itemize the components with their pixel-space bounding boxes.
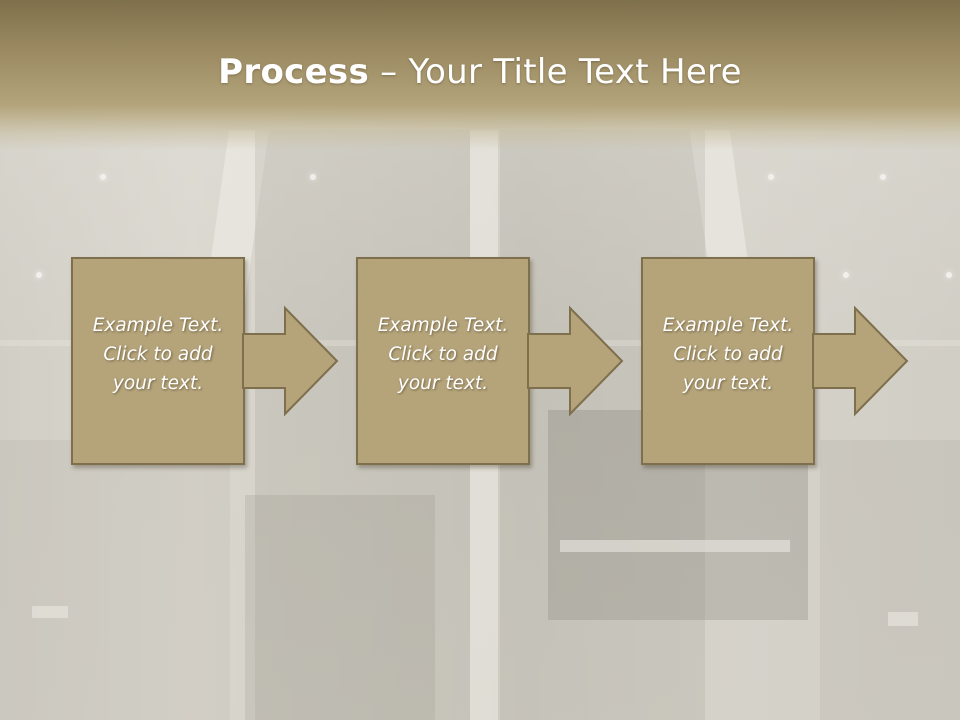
process-step-1[interactable]: Example Text. Click to add your text.: [71, 257, 245, 465]
title-band: [0, 0, 960, 150]
arrow-right-icon: [242, 305, 339, 417]
title-rest: – Your Title Text Here: [369, 52, 742, 92]
process-step-3[interactable]: Example Text. Click to add your text.: [641, 257, 815, 465]
slide-title[interactable]: Process – Your Title Text Here: [0, 52, 960, 92]
step-3-text[interactable]: Example Text. Click to add your text.: [662, 315, 794, 394]
process-step-2[interactable]: Example Text. Click to add your text.: [356, 257, 530, 465]
step-1-text[interactable]: Example Text. Click to add your text.: [92, 315, 224, 394]
title-bold: Process: [218, 52, 370, 92]
arrow-right-icon: [527, 305, 624, 417]
step-2-text[interactable]: Example Text. Click to add your text.: [377, 315, 509, 394]
arrow-right-icon: [812, 305, 909, 417]
